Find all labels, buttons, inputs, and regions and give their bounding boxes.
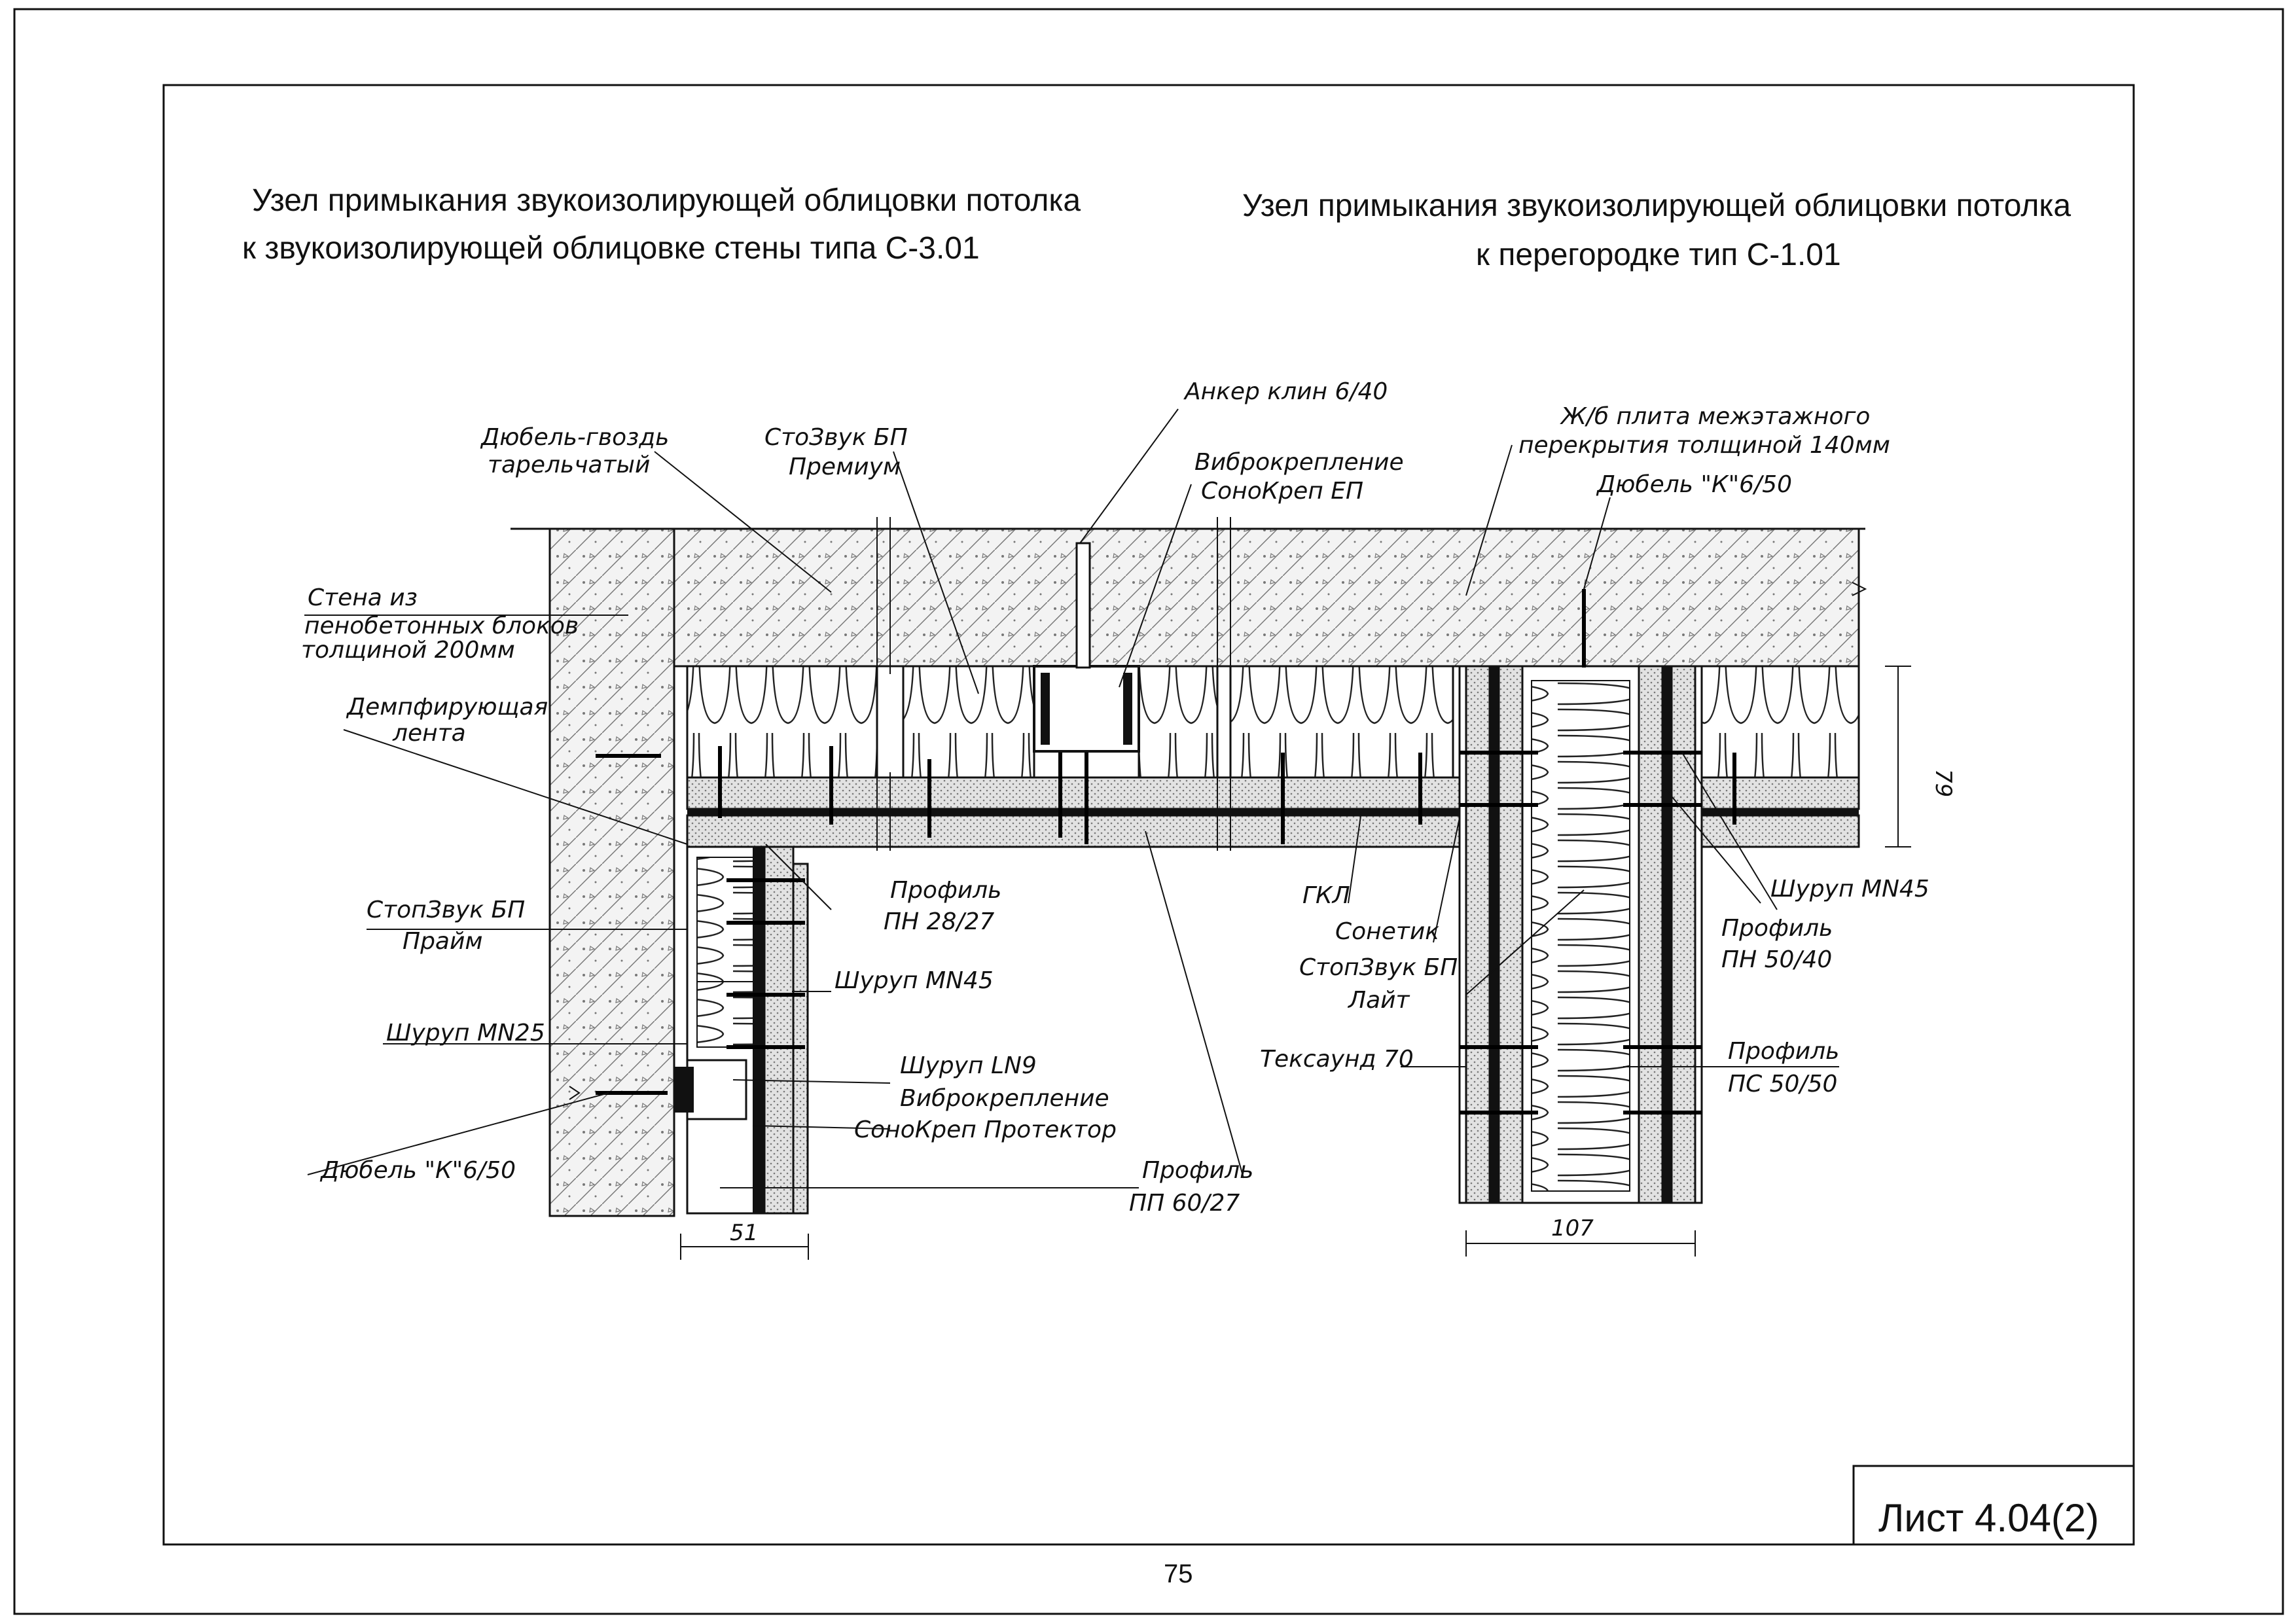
leader-lines — [304, 408, 1839, 1188]
label-vibro-ep-line1: Виброкрепление — [1194, 449, 1404, 476]
left-wall-lining — [674, 846, 809, 1215]
label-shurup-ln9: Шуруп LN9 — [900, 1052, 1037, 1079]
foam-concrete-wall — [548, 527, 675, 1217]
vibro-mount-ep — [1033, 542, 1140, 753]
dimension-51-text: 51 — [730, 1220, 758, 1246]
dimension-51 — [680, 1234, 809, 1260]
label-plita-line2: перекрытия толщиной 140мм — [1518, 432, 1890, 459]
label-profil-ps-line2: ПС 50/50 — [1728, 1071, 1837, 1097]
concrete-slab — [511, 517, 1867, 674]
label-profil-pn2827-line1: Профиль — [890, 877, 1001, 904]
label-dubel-gvozd-line2: тарельчатый — [488, 452, 650, 478]
dimension-79-text: 79 — [1930, 769, 1956, 797]
partition-c101 — [1458, 665, 1703, 1204]
label-profil-pp-line1: Профиль — [1142, 1157, 1253, 1184]
label-plita-line1: Ж/б плита межэтажного — [1560, 403, 1870, 430]
label-shurup-mn45-left: Шуруп MN45 — [834, 967, 994, 994]
label-profil-pn5040-line2: ПН 50/40 — [1721, 946, 1832, 973]
label-gkl: ГКЛ — [1302, 882, 1350, 909]
label-dubel-k-top: Дюбель "К"6/50 — [1596, 471, 1792, 498]
label-profil-ps-line1: Профиль — [1728, 1038, 1839, 1065]
label-profil-pp-line2: ПП 60/27 — [1129, 1190, 1240, 1217]
label-vibro-prot-line1: Виброкрепление — [900, 1085, 1109, 1112]
label-profil-pn2827-line2: ПН 28/27 — [884, 908, 994, 935]
label-lenta-line1: Демпфирующая — [346, 694, 548, 721]
right-title-line1: Узел примыкания звукоизолирующей облицов… — [1242, 188, 2071, 223]
label-teksaund: Тексаунд 70 — [1260, 1046, 1414, 1073]
label-stena-line2: пенобетонных блоков — [304, 613, 579, 639]
sheet-number: Лист 4.04(2) — [1878, 1496, 2099, 1540]
label-stopzvuk-premium-line2: Премиум — [789, 454, 901, 480]
dimension-107-text: 107 — [1551, 1215, 1594, 1241]
label-stopzvuk-premium-line1: СтоЗвук БП — [764, 424, 908, 451]
label-stena-line3: толщиной 200мм — [301, 637, 515, 664]
label-vibro-prot-line2: СоноКреп Протектор — [854, 1116, 1117, 1143]
label-anker: Анкер клин 6/40 — [1183, 378, 1388, 405]
label-profil-pn5040-line1: Профиль — [1721, 915, 1833, 942]
label-vibro-ep-line2: СоноКреп ЕП — [1201, 478, 1363, 505]
label-stena-line1: Стена из — [308, 584, 418, 611]
label-lenta-line2: лента — [392, 720, 466, 747]
right-title-line2: к перегородке тип С-1.01 — [1476, 238, 1841, 272]
dimension-107 — [1465, 1230, 1696, 1257]
page-number: 75 — [1164, 1560, 1193, 1588]
label-stopzvuk-lait-line2: Лайт — [1347, 987, 1410, 1014]
outer-border — [13, 8, 2284, 1615]
label-stopzvuk-praim-line2: Прайм — [403, 928, 483, 955]
screws — [596, 589, 1736, 1115]
left-title-line2: к звукоизолирующей облицовке стены типа … — [242, 231, 980, 266]
label-shurup-mn25: Шуруп MN25 — [386, 1020, 545, 1046]
label-dubel-k-bottom: Дюбель "К"6/50 — [319, 1157, 516, 1184]
label-dubel-gvozd-line1: Дюбель-гвоздь — [480, 424, 669, 451]
label-sonetik: Сонетик — [1335, 918, 1439, 945]
label-stopzvuk-praim-line1: СтопЗвук БП — [367, 897, 525, 923]
left-title-line1: Узел примыкания звукоизолирующей облицов… — [252, 183, 1081, 218]
drawing-frame — [162, 84, 2135, 1546]
label-stopzvuk-lait-line1: СтопЗвук БП — [1299, 954, 1458, 981]
callout-labels: Дюбель-гвоздь тарельчатый СтоЗвук БП Пре… — [301, 378, 1929, 1217]
sheet-number-box — [1852, 1465, 2135, 1546]
label-shurup-mn45-right: Шуруп MN45 — [1770, 876, 1929, 902]
dimension-79 — [1885, 666, 1911, 847]
ceiling-layers — [686, 772, 1860, 851]
